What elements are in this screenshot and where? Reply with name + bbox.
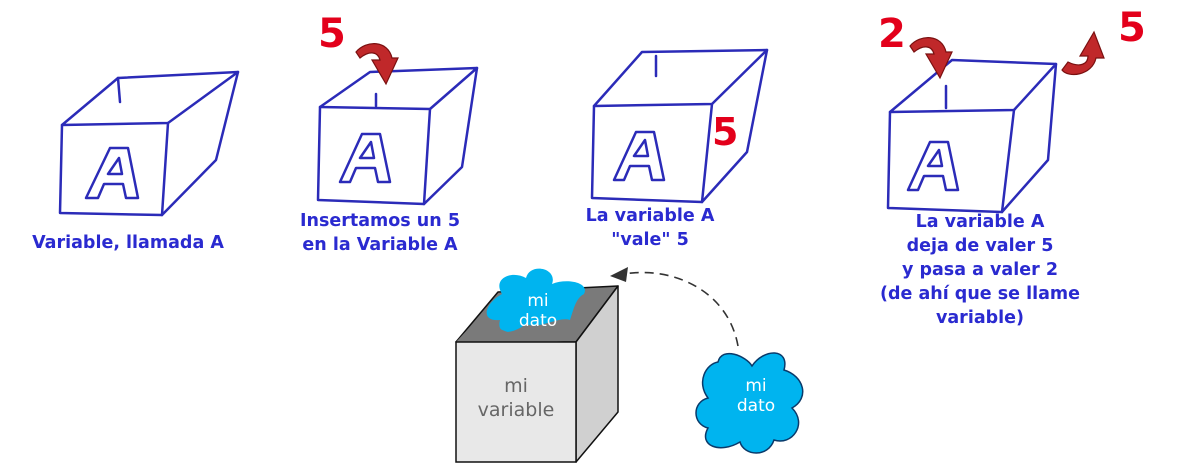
variable-box-3 (590, 48, 769, 204)
variable-box-2 (316, 66, 479, 206)
letter-a-icon (338, 132, 392, 184)
data-blob-outside (695, 352, 804, 454)
caption-panel-1: Variable, llamada A (32, 233, 224, 253)
insert-arrow-icon (909, 37, 953, 80)
insert-arrow-icon (355, 43, 399, 86)
variable-box-4 (886, 58, 1058, 214)
letter-a-icon (612, 130, 666, 182)
letter-a-icon (906, 140, 960, 192)
box-label: mi variable (477, 375, 555, 421)
caption-panel-4: La variable A deja de valer 5 y pasa a v… (879, 212, 1081, 328)
dashed-arrow (610, 267, 739, 347)
variable-box-1 (58, 70, 240, 217)
blob-outside-label: mi dato (736, 376, 776, 416)
caption-panel-2: Insertamos un 5 en la Variable A (299, 211, 460, 255)
outgoing-number-5: 5 (1118, 5, 1146, 51)
incoming-number-5: 5 (318, 11, 346, 57)
letter-a-icon (84, 146, 140, 200)
gray-variable-box (455, 268, 619, 463)
stored-number-5: 5 (712, 110, 739, 154)
remove-arrow-icon (1061, 30, 1105, 76)
data-blob-in-box (486, 268, 585, 332)
incoming-number-2: 2 (878, 11, 906, 57)
blob-in-box-label: mi dato (518, 291, 558, 331)
arrowhead-icon (610, 267, 628, 282)
caption-panel-3: La variable A "vale" 5 (585, 206, 715, 250)
